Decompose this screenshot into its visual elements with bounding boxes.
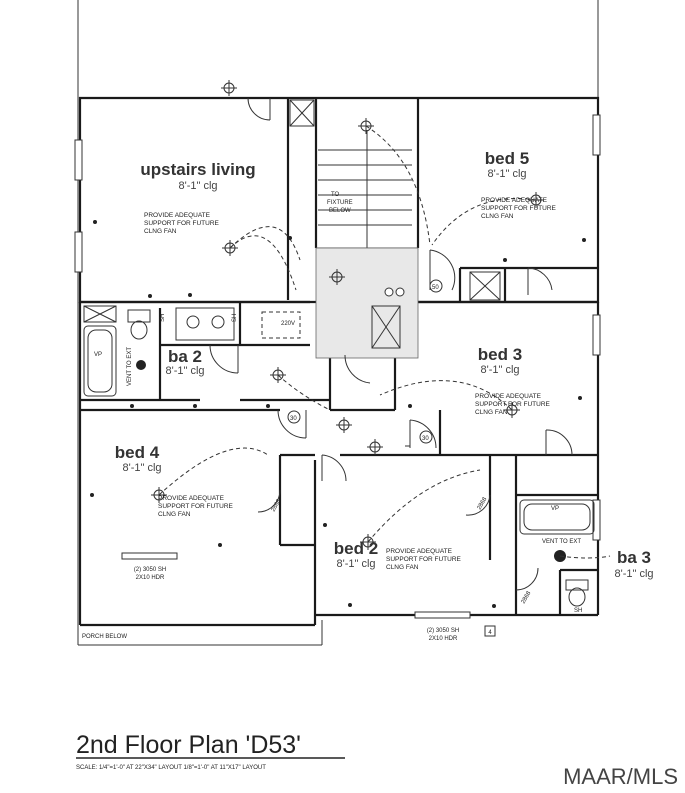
fixture-note-1: TO <box>331 192 340 198</box>
bed5-note-1: PROVIDE ADEQUATE <box>481 197 548 204</box>
ba3-ceiling: 8'-1" clg <box>614 568 653 580</box>
interior-walls <box>80 98 598 615</box>
bed2-ceiling: 8'-1" clg <box>336 558 375 570</box>
ba2-220v: 220V <box>281 321 295 327</box>
bed2-window-1: (2) 3050 SH <box>427 628 459 634</box>
bed4-note-2: SUPPORT FOR FUTURE <box>158 503 234 510</box>
ba2-fixtures <box>83 307 235 397</box>
door-tag-30-right: 30 <box>422 436 429 442</box>
ba3-fixtures <box>519 499 595 607</box>
bed3-note-1: PROVIDE ADEQUATE <box>475 393 542 400</box>
bed3-note-2: SUPPORT FOR FUTURE <box>475 401 551 408</box>
doors <box>209 97 573 591</box>
upstairs-living-ceiling: 8'-1" clg <box>178 180 217 192</box>
bed4-name: bed 4 <box>115 443 160 462</box>
stairs <box>289 99 419 359</box>
upstairs-living-note-2: SUPPORT FOR FUTURE <box>144 220 220 227</box>
bed3-ceiling: 8'-1" clg <box>480 364 519 376</box>
windows <box>74 114 601 619</box>
switch-wiring <box>158 125 611 559</box>
ba3-door-2868: 2868 <box>521 590 533 605</box>
fixture-note-3: BELOW <box>329 208 351 214</box>
bed5-note-3: CLNG FAN <box>481 213 514 220</box>
plan-scale: SCALE: 1/4"=1'-0" AT 22"X34" LAYOUT 1/8"… <box>76 765 266 771</box>
ba2-vent-to-ext: VENT TO EXT <box>127 347 133 386</box>
bed2-note-3: CLNG FAN <box>386 564 419 571</box>
bed4-window-1: (2) 3050 SH <box>134 567 166 573</box>
bed4-note-3: CLNG FAN <box>158 511 191 518</box>
fixture-note-2: FIXTURE <box>327 200 353 206</box>
upstairs-living-note-1: PROVIDE ADEQUATE <box>144 212 211 219</box>
ba2-sh-left: SH <box>160 314 166 322</box>
bed5-note-2: SUPPORT FOR FUTURE <box>481 205 557 212</box>
ba3-vp: VP <box>551 506 559 512</box>
door-tag-30-left: 30 <box>290 416 297 422</box>
bed2-door-2868: 2868 <box>477 496 489 511</box>
ba3-sh: SH <box>574 608 582 614</box>
ba2-vp: VP <box>94 352 102 358</box>
bed4-window-2: 2X10 HDR <box>136 575 165 581</box>
mls-watermark: MAAR/MLS <box>563 764 678 789</box>
bed4-note-1: PROVIDE ADEQUATE <box>158 495 225 502</box>
bed2-note-2: SUPPORT FOR FUTURE <box>386 556 462 563</box>
porch-below-label: PORCH BELOW <box>82 634 127 640</box>
door-tag-50: 50 <box>432 285 439 291</box>
ba2-name: ba 2 <box>168 347 202 366</box>
outlets <box>90 220 586 608</box>
bed2-note-1: PROVIDE ADEQUATE <box>386 548 453 555</box>
bed3-name: bed 3 <box>478 345 522 364</box>
ba3-vent-to-ext: VENT TO EXT <box>542 539 581 545</box>
ba2-ceiling: 8'-1" clg <box>165 365 204 377</box>
plan-title: 2nd Floor Plan 'D53' <box>76 731 301 759</box>
bed5-name: bed 5 <box>485 149 529 168</box>
ba2-sh-right: SH <box>232 314 238 322</box>
bed2-name: bed 2 <box>334 539 378 558</box>
upstairs-living-note-3: CLNG FAN <box>144 228 177 235</box>
door-tags <box>287 279 496 637</box>
upstairs-living-name: upstairs living <box>140 160 255 179</box>
marker-4: 4 <box>488 630 492 636</box>
bed4-ceiling: 8'-1" clg <box>122 462 161 474</box>
chases <box>83 271 501 349</box>
bed5-ceiling: 8'-1" clg <box>487 168 526 180</box>
ba3-name: ba 3 <box>617 548 651 567</box>
bed3-note-3: CLNG FAN <box>475 409 508 416</box>
bed2-window-2: 2X10 HDR <box>429 636 458 642</box>
